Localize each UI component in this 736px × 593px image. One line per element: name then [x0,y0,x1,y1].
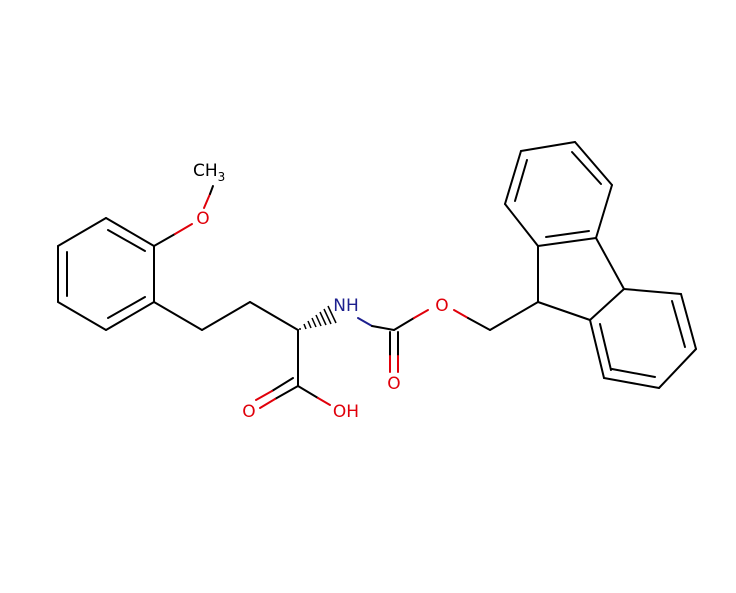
acid-carbonyl-oxygen-label: O [242,402,255,422]
bond-ch2b-to-alpha [249,301,299,331]
bond-cooh-double-2-red [255,390,273,401]
bond-N-to-carbonyl [371,325,395,331]
methyl-label-subscript: 3 [218,170,226,184]
bond-cooh-double-1 [274,385,299,400]
bond-ring1-inner-1 [107,229,146,252]
ester-oxygen-label: O [435,296,448,316]
bond-ring1-inner-2 [107,296,146,319]
methyl-label: CH3 [193,161,225,184]
bond-c9-to-c8a [537,301,591,321]
bond-upper-b [595,184,613,239]
bond-carbonyl-to-O-ester [393,317,415,331]
bond-ch2a-to-ch2b [201,301,251,331]
bond-upper-e [504,150,522,205]
bond-ring-to-O-red [174,223,193,235]
amide-nitrogen-label: NH [333,296,359,316]
bond-upper-inner-1 [545,230,590,238]
carboxylic-acid: O OH [242,329,359,422]
bond-ring1-c [105,301,155,331]
fluorene [504,141,697,389]
bond-cooh-single-red [317,397,331,406]
bond-upper-c [574,141,613,186]
bond-O-to-methyl [209,185,214,195]
bond-ring1-d [57,301,107,331]
bond-N-to-carbonyl-blue [357,317,373,327]
carbamate: NH O O [333,296,539,394]
bond-ring1-f [57,217,107,247]
methoxyphenyl-ring [57,217,155,331]
bond-lower-inner-3 [671,300,686,348]
bond-carbonyl-to-O-ester-red [413,309,429,319]
bond-O-to-methyl-red [203,193,211,209]
bond-cooh-double-2 [271,377,294,392]
bond-cooh-double-1-red [259,398,276,409]
bond-lower-inner-2 [611,368,656,378]
acid-hydroxyl-label: OH [333,402,359,422]
bond-lower-d [658,348,697,389]
bond-upper-inner-3 [514,159,528,202]
bond-ring-to-O [153,233,176,247]
methyl-label-main: CH [193,161,218,181]
bond-lower-b [589,319,605,379]
bond-upper-inner-2 [571,151,602,185]
methoxy-group: O CH3 [153,161,225,247]
bond-upper-d [520,141,576,152]
methoxy-oxygen-label: O [196,209,209,229]
carbamate-carbonyl-oxygen-label: O [387,374,400,394]
bond-lower-inner-1 [599,323,612,371]
bond-ring1-a [105,217,155,247]
bond-lower-a [589,288,625,321]
bond-cooh-single [297,385,319,399]
bond-lower-e [680,293,697,350]
bond-ch2-to-c9 [489,301,539,331]
stereo-hash-bond [299,305,337,330]
bond-O-to-ch2 [467,317,491,331]
bond-O-to-ch2-red [453,309,469,319]
bond-lower-c [603,377,660,389]
bond-ring-to-ch2a [153,301,203,331]
bond-upper-f [504,203,539,247]
bond-c4a-c4b [595,237,625,290]
bond-lower-f [623,288,682,295]
side-chain [153,301,299,331]
bond-upper-a [537,237,597,247]
